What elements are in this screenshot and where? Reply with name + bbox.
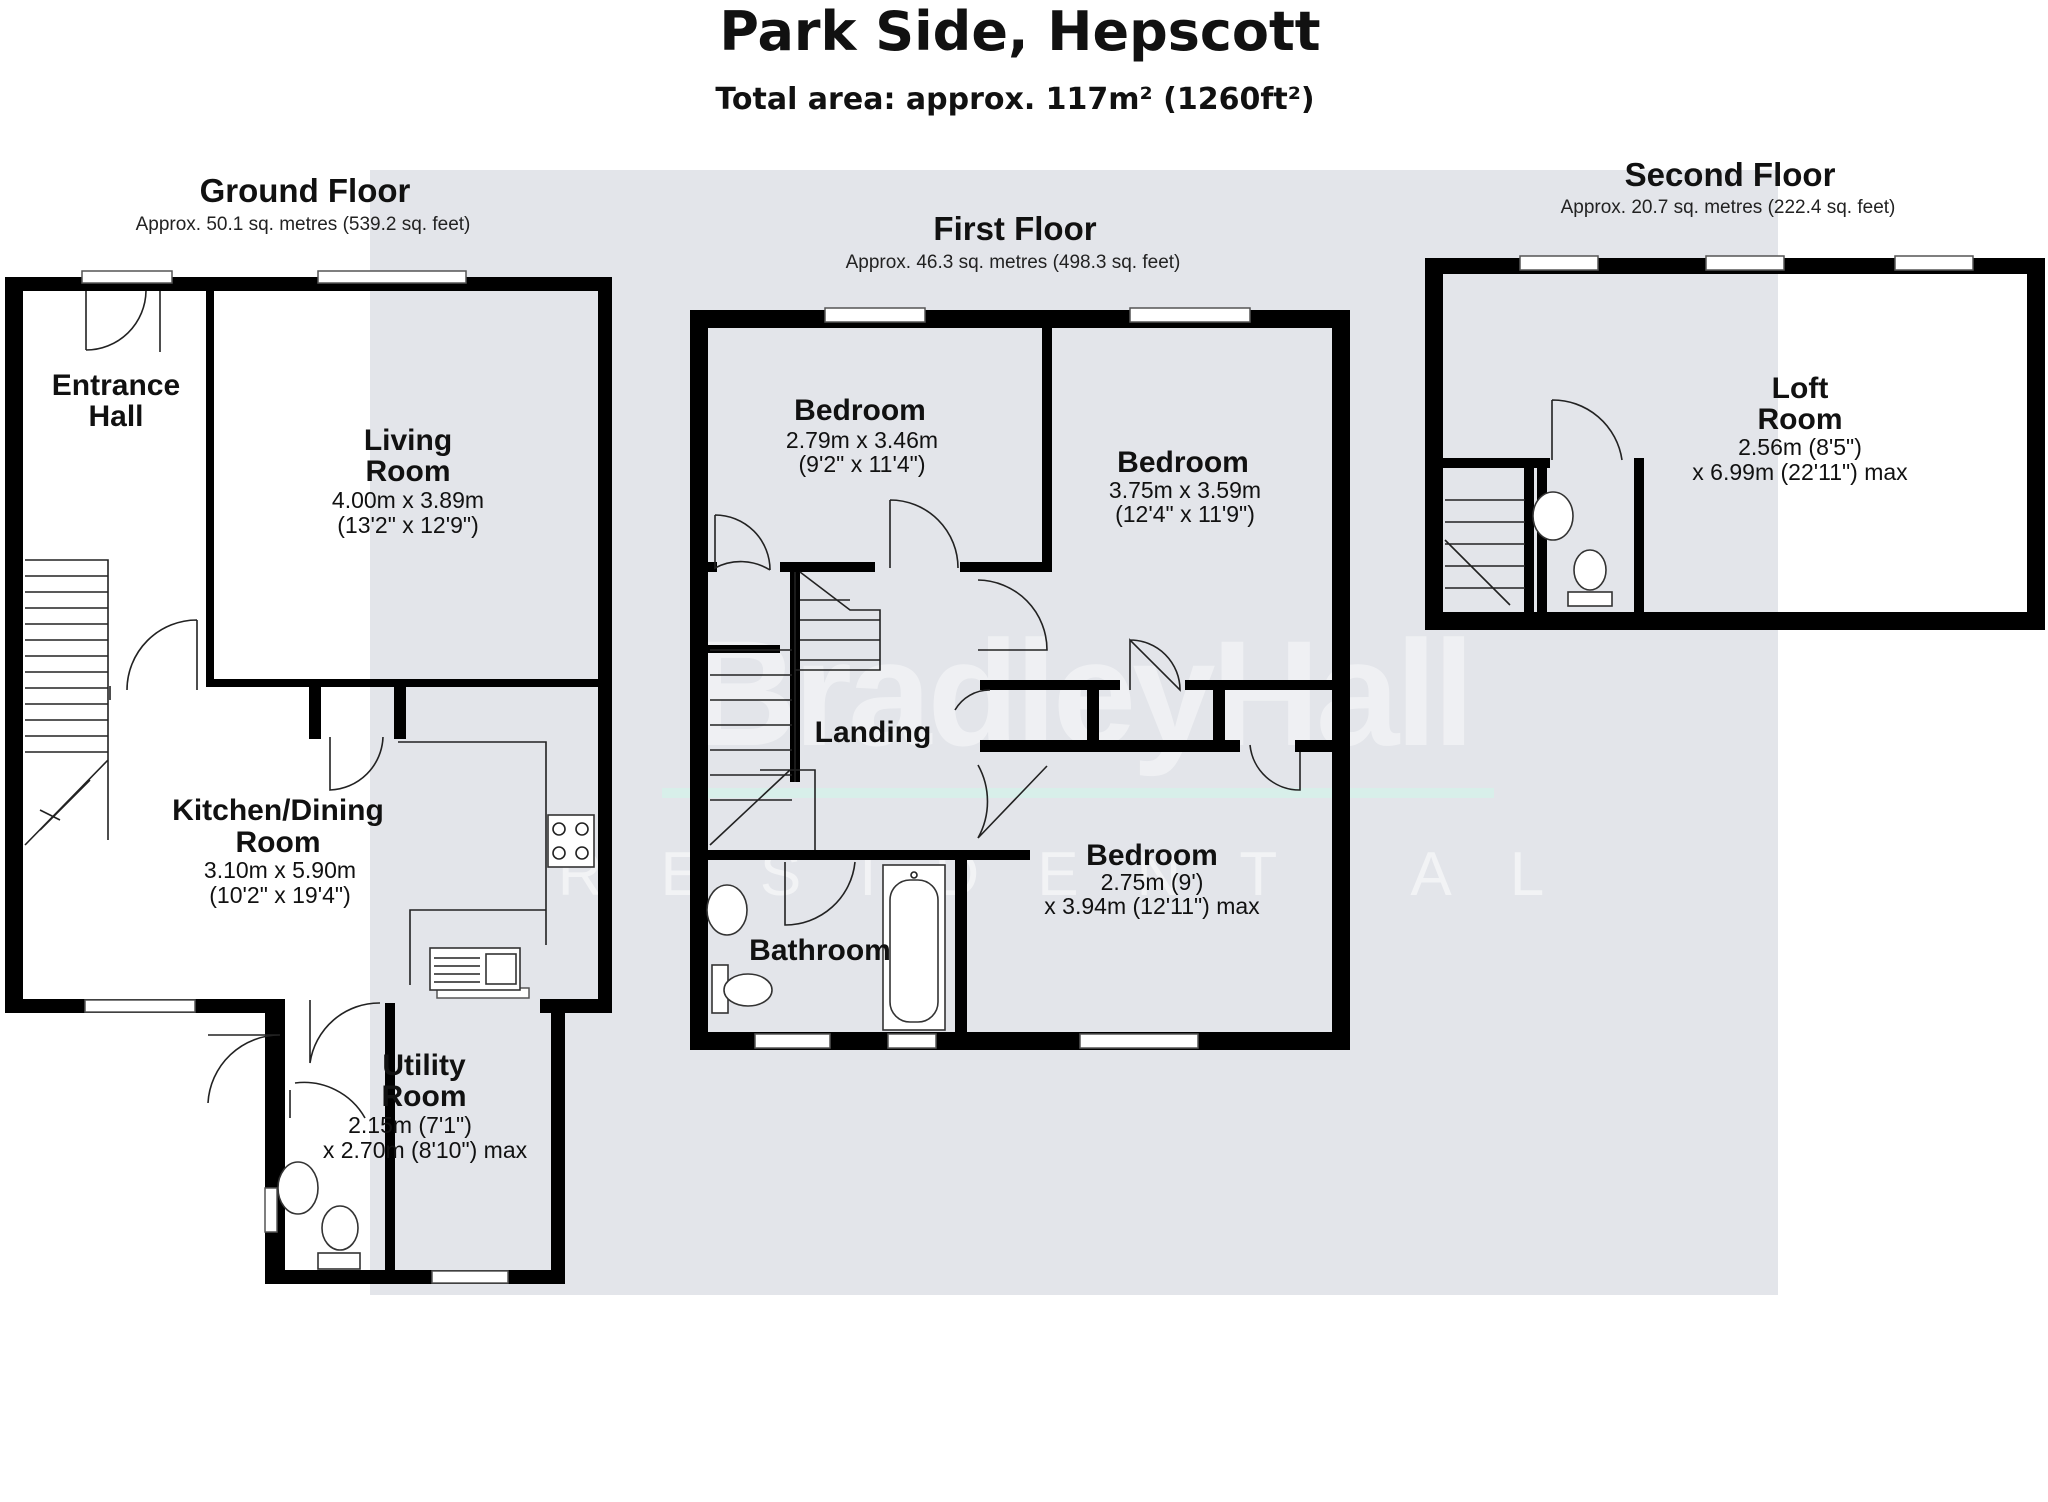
svg-text:2.56m (8'5"): 2.56m (8'5")	[1738, 434, 1862, 460]
svg-text:Bathroom: Bathroom	[749, 934, 891, 967]
svg-text:Bedroom: Bedroom	[1117, 446, 1249, 479]
svg-text:Bedroom: Bedroom	[1086, 839, 1218, 872]
room-label-bedroom-2: Bedroom 3.75m x 3.59m (12'4" x 11'9")	[1109, 446, 1261, 527]
svg-text:x 2.70m (8'10") max: x 2.70m (8'10") max	[323, 1137, 528, 1163]
room-label-entrance-hall: Entrance Hall	[52, 369, 180, 433]
svg-text:3.10m x 5.90m: 3.10m x 5.90m	[204, 857, 356, 883]
page-title: Park Side, Hepscott	[719, 0, 1320, 63]
svg-text:(10'2" x 19'4"): (10'2" x 19'4")	[209, 882, 350, 908]
svg-text:Room: Room	[236, 826, 321, 859]
svg-text:3.75m x 3.59m: 3.75m x 3.59m	[1109, 477, 1261, 503]
second-floor-title: Second Floor	[1625, 156, 1836, 193]
stairs	[1444, 499, 1525, 606]
svg-text:Landing: Landing	[815, 716, 932, 749]
room-label-kitchen-dining: Kitchen/Dining Room 3.10m x 5.90m (10'2"…	[172, 794, 384, 908]
room-label-loft-room: Loft Room 2.56m (8'5") x 6.99m (22'11") …	[1692, 372, 1908, 485]
svg-text:Entrance: Entrance	[52, 369, 180, 402]
svg-text:2.15m (7'1"): 2.15m (7'1")	[348, 1112, 472, 1138]
room-label-bedroom-1: Bedroom 2.79m x 3.46m (9'2" x 11'4")	[786, 394, 938, 477]
svg-text:Room: Room	[1758, 403, 1843, 436]
room-label-bedroom-3: Bedroom 2.75m (9') x 3.94m (12'11") max	[1044, 839, 1260, 919]
svg-text:(9'2" x 11'4"): (9'2" x 11'4")	[799, 451, 926, 477]
room-label-utility-room: Utility Room 2.15m (7'1") x 2.70m (8'10"…	[323, 1049, 528, 1163]
room-label-bathroom: Bathroom	[749, 934, 891, 967]
ground-floor-plan	[5, 270, 612, 1284]
svg-text:(13'2" x 12'9"): (13'2" x 12'9")	[337, 512, 478, 538]
svg-text:Room: Room	[382, 1080, 467, 1113]
svg-text:Kitchen/Dining: Kitchen/Dining	[172, 794, 384, 827]
svg-text:Utility: Utility	[382, 1049, 466, 1082]
watermark-line	[662, 788, 1494, 798]
svg-text:Bedroom: Bedroom	[794, 394, 926, 427]
room-label-landing: Landing	[815, 716, 932, 749]
svg-text:Living: Living	[364, 424, 452, 457]
svg-text:Room: Room	[366, 455, 451, 488]
room-label-living-room: Living Room 4.00m x 3.89m (13'2" x 12'9"…	[332, 424, 484, 538]
stairs	[709, 571, 881, 850]
first-floor-title: First Floor	[933, 210, 1096, 247]
svg-text:x 3.94m (12'11") max: x 3.94m (12'11") max	[1044, 893, 1260, 919]
svg-text:x 6.99m (22'11") max: x 6.99m (22'11") max	[1692, 459, 1908, 485]
svg-text:2.75m (9'): 2.75m (9')	[1101, 869, 1204, 895]
second-floor-area: Approx. 20.7 sq. metres (222.4 sq. feet)	[1561, 197, 1896, 218]
stairs	[24, 559, 109, 846]
svg-text:2.79m x 3.46m: 2.79m x 3.46m	[786, 427, 938, 453]
ground-floor-area: Approx. 50.1 sq. metres (539.2 sq. feet)	[136, 214, 471, 235]
svg-text:Loft: Loft	[1772, 372, 1829, 405]
total-area: Total area: approx. 117m² (1260ft²)	[715, 82, 1314, 117]
second-floor-plan	[1425, 255, 2045, 630]
first-floor-plan	[690, 307, 1350, 1050]
svg-text:4.00m x 3.89m: 4.00m x 3.89m	[332, 487, 484, 513]
svg-text:Hall: Hall	[88, 400, 143, 433]
ground-floor-title: Ground Floor	[200, 172, 411, 209]
first-floor-area: Approx. 46.3 sq. metres (498.3 sq. feet)	[846, 252, 1181, 273]
svg-text:(12'4" x 11'9"): (12'4" x 11'9")	[1115, 501, 1255, 527]
